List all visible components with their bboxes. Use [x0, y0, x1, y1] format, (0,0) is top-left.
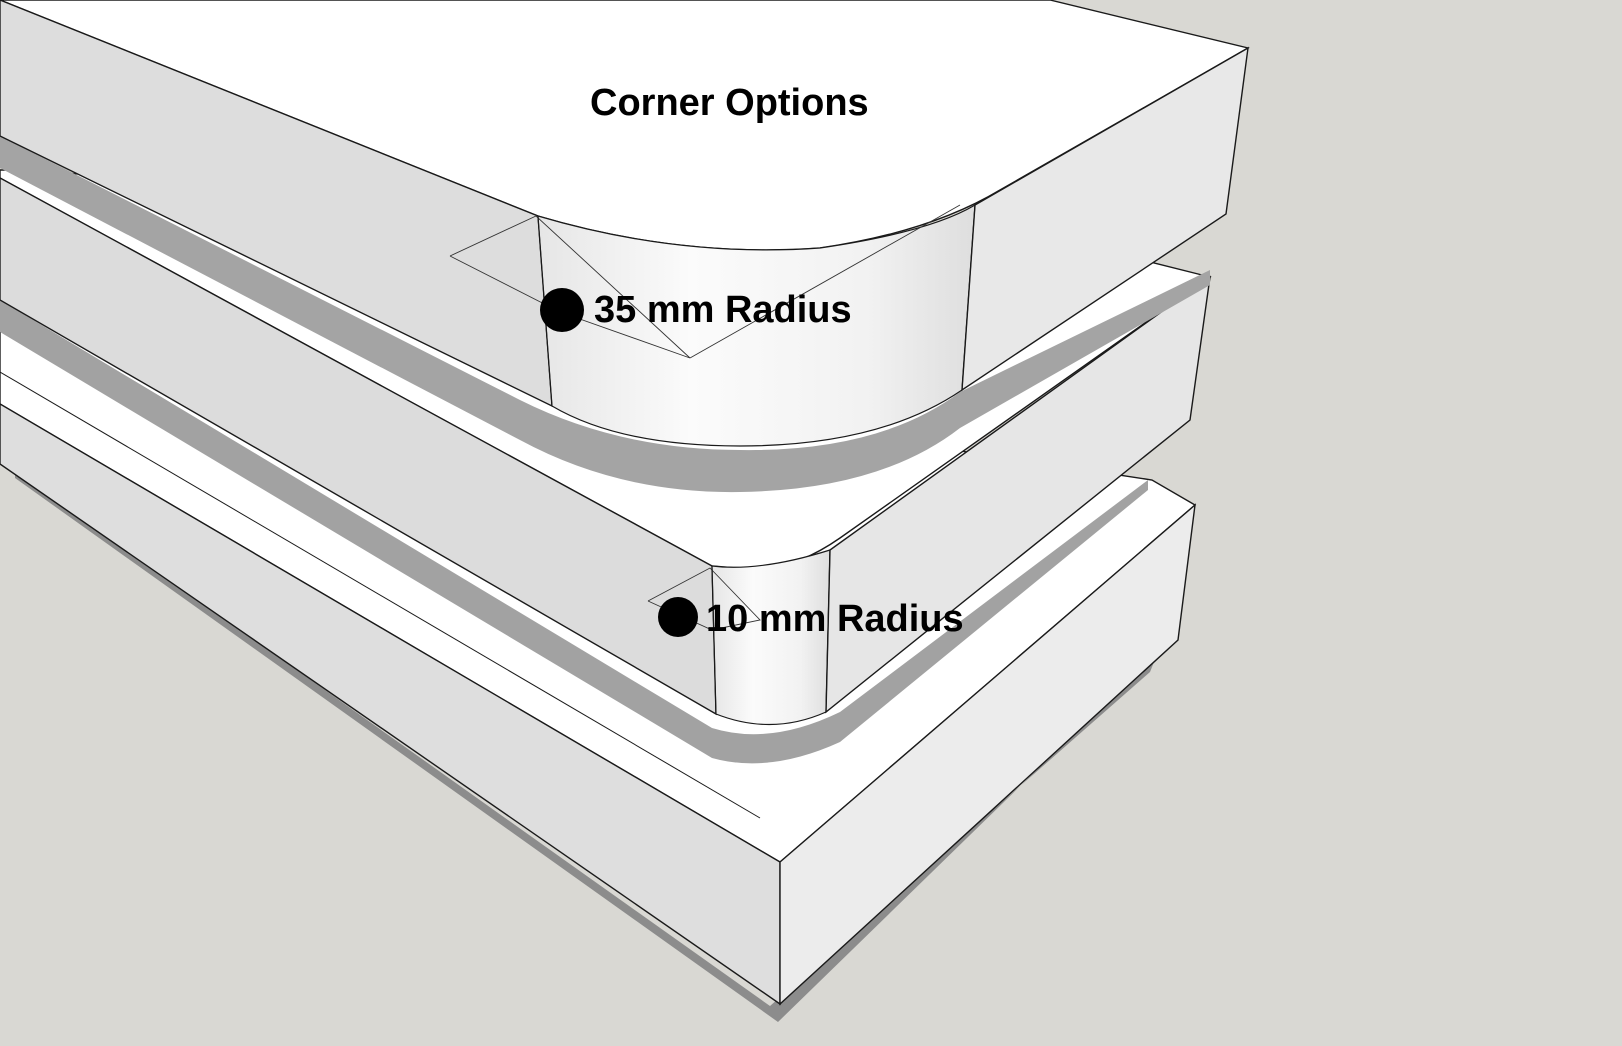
middle-slab-corner-tangent-right	[825, 549, 831, 713]
callout-marker-35mm	[540, 288, 584, 332]
diagram-title: Corner Options	[590, 82, 869, 124]
callout-label-35mm: 35 mm Radius	[594, 289, 852, 331]
callout-marker-10mm	[658, 597, 698, 637]
top-slab-35mm-radius	[0, 0, 1250, 493]
top-slab-radius-diagonal	[689, 204, 961, 359]
bottom-slab-top-edge-line	[0, 371, 761, 819]
middle-slab-shadow	[0, 300, 1148, 764]
bottom-slab-right-face	[779, 503, 1196, 1006]
top-slab-corner-tangent-right	[961, 204, 976, 391]
middle-slab-corner-tangent-left	[711, 565, 717, 715]
callout-label-10mm: 10 mm Radius	[706, 598, 964, 640]
